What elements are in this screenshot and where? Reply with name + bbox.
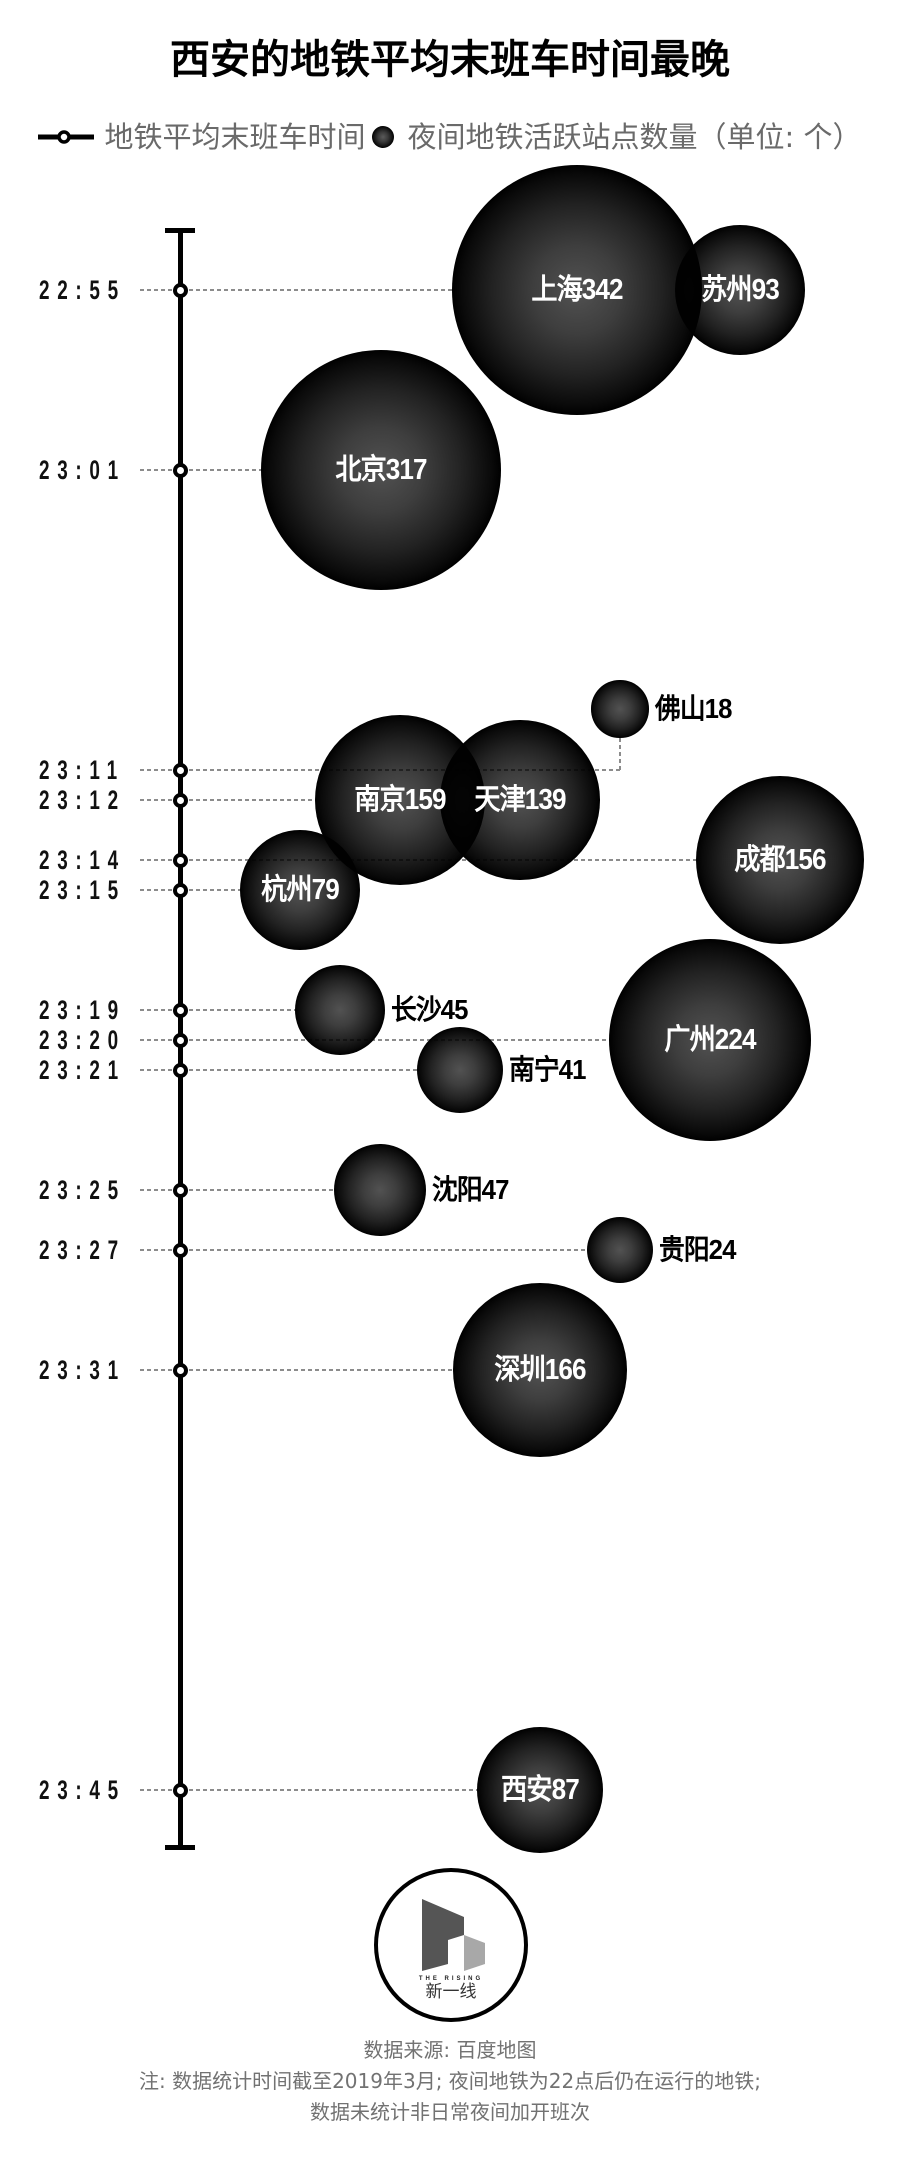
y-tick-label: 23:27 (39, 1235, 126, 1265)
dashed-guide-line (140, 1369, 454, 1371)
bubble-label-nanning: 南宁41 (509, 1054, 586, 1085)
time-marker-icon (172, 1242, 188, 1258)
bubble-xian (477, 1727, 603, 1853)
bubble-label-nanjing: 南京159 (354, 784, 446, 816)
data-source: 数据来源: 百度地图 (363, 2038, 537, 2062)
time-marker-icon (172, 1032, 188, 1048)
bubble-label-suzhou: 苏州93 (701, 274, 780, 306)
bubble-label-guiyang: 贵阳24 (659, 1234, 736, 1265)
bubble-nanning (416, 1026, 504, 1114)
bubble-label-xian: 西安87 (501, 1774, 580, 1806)
legend-line-label: 地铁平均末班车时间 (104, 120, 366, 154)
dark-bubble-icon (371, 126, 394, 148)
bubble-suzhou (674, 224, 806, 356)
y-tick-label: 23:45 (39, 1775, 126, 1805)
bubble-label-shanghai: 上海342 (531, 274, 623, 306)
time-marker-icon (172, 1002, 188, 1018)
y-tick-label: 23:20 (39, 1025, 126, 1055)
bubble-label-shenyang: 沈阳47 (432, 1174, 509, 1205)
bubble-beijing (260, 349, 502, 591)
time-marker-icon (172, 1782, 188, 1798)
y-tick-label: 23:25 (39, 1175, 126, 1205)
brand-logo: THE RISING 新一线 (374, 1868, 528, 2022)
y-tick-label: 23:12 (39, 785, 126, 815)
building-logo-icon (422, 1899, 485, 1971)
bubble-guangzhou (608, 938, 812, 1142)
dashed-guide-line (140, 1789, 478, 1791)
bubble-label-tianjin: 天津139 (474, 784, 566, 816)
dashed-guide-line (140, 799, 315, 801)
footer-notes: 数据来源: 百度地图 注: 数据统计时间截至2019年3月; 夜间地铁为22点后… (0, 2035, 900, 2128)
line-with-marker-icon (38, 130, 95, 144)
bubble-foshan (591, 680, 649, 738)
bubble-label-chengdu: 成都156 (734, 844, 826, 876)
time-marker-icon (172, 1362, 188, 1378)
bubble-label-beijing: 北京317 (335, 454, 427, 486)
time-marker-icon (172, 462, 188, 478)
logo-text-en: THE RISING (418, 1976, 484, 1982)
dashed-guide-line (140, 1009, 295, 1011)
legend-bubble-label: 夜间地铁活跃站点数量（单位: 个） (407, 120, 862, 154)
bubble-shanghai (452, 165, 702, 415)
y-tick-label: 22:55 (39, 275, 126, 305)
bubble-shenzhen (453, 1283, 627, 1457)
time-marker-icon (172, 282, 188, 298)
y-tick-label: 23:14 (39, 845, 126, 875)
time-marker-icon (172, 1062, 188, 1078)
time-marker-icon (172, 882, 188, 898)
bubble-shenyang (333, 1143, 427, 1237)
time-marker-icon (172, 762, 188, 778)
bubble-guiyang (586, 1216, 654, 1284)
time-marker-icon (172, 852, 188, 868)
y-tick-label: 23:31 (39, 1355, 126, 1385)
dashed-guide-line (140, 1189, 334, 1191)
dashed-guide-line (140, 1039, 609, 1041)
dashed-guide-line (140, 1249, 587, 1251)
dashed-guide-line (140, 289, 453, 291)
note-line-2: 数据未统计非日常夜间加开班次 (310, 2100, 590, 2124)
bubble-label-changsha: 长沙45 (391, 994, 468, 1025)
bubble-tianjin (440, 720, 600, 880)
chart-title: 西安的地铁平均末班车时间最晚 (170, 37, 730, 83)
bubble-label-guangzhou: 广州224 (664, 1024, 756, 1056)
note-line-1: 注: 数据统计时间截至2019年3月; 夜间地铁为22点后仍在运行的地铁; (138, 2069, 761, 2093)
bubble-label-shenzhen: 深圳166 (494, 1354, 586, 1386)
bubble-label-foshan: 佛山18 (654, 693, 732, 724)
bubble-label-hangzhou: 杭州79 (261, 874, 340, 906)
axis-bottom-cap (165, 1845, 195, 1850)
bubble-changsha (294, 964, 386, 1056)
y-tick-label: 23:21 (39, 1055, 126, 1085)
bubble-chengdu (695, 775, 865, 945)
time-marker-icon (172, 792, 188, 808)
dashed-guide-line (140, 469, 261, 471)
y-tick-label: 23:01 (39, 455, 126, 485)
y-tick-label: 23:15 (39, 875, 126, 905)
elbow-connector-line (619, 737, 621, 771)
logo-text-cn: 新一线 (425, 1982, 477, 2002)
y-tick-label: 23:11 (39, 755, 125, 785)
y-tick-label: 23:19 (39, 995, 126, 1025)
dashed-guide-line (140, 1069, 417, 1071)
bubble-hangzhou (240, 830, 360, 950)
legend: 地铁平均末班车时间 夜间地铁活跃站点数量（单位: 个） (0, 117, 900, 157)
time-marker-icon (172, 1182, 188, 1198)
dashed-guide-line (140, 889, 240, 891)
